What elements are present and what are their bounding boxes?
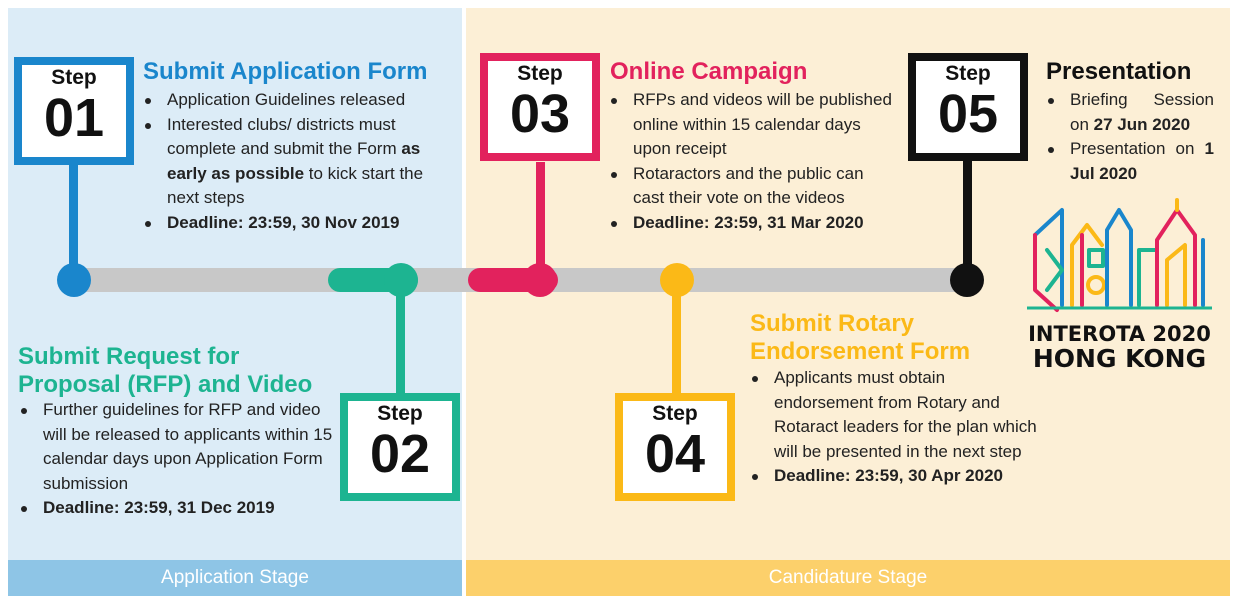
step1-point-text: Deadline: 23:59, 30 Nov 2019 [167, 212, 400, 232]
step2-title-line1: Submit Request for [18, 343, 240, 370]
step2-marker [384, 263, 418, 297]
step5-box: Step 05 [908, 53, 1028, 161]
logo-line1: INTEROTA 2020 [1028, 322, 1211, 346]
step1-point-text: Application Guidelines released [167, 90, 406, 109]
step1-point: Interested clubs/ districts must complet… [141, 113, 456, 211]
step1-point: Application Guidelines released [141, 88, 456, 113]
step5-point-text: 27 Jun 2020 [1093, 114, 1191, 134]
step4-title: Submit Rotary Endorsement Form [750, 310, 970, 366]
step3-point-text: Deadline: 23:59, 31 Mar 2020 [633, 212, 864, 232]
step1-number: 01 [43, 88, 105, 148]
step5-number: 05 [937, 84, 999, 144]
step4-number: 04 [644, 424, 706, 484]
step5-connector [963, 160, 972, 280]
step4-title-line2: Endorsement Form [750, 338, 971, 365]
step3-connector [536, 162, 545, 280]
step2-point: Further guidelines for RFP and video wil… [17, 398, 339, 496]
step2-point-text: Deadline: 23:59, 31 Dec 2019 [43, 498, 275, 517]
step3-marker [523, 263, 557, 297]
step3-label: Step [517, 62, 563, 85]
step3-points: RFPs and videos will be published online… [607, 88, 899, 235]
step3-point: Deadline: 23:59, 31 Mar 2020 [607, 211, 899, 236]
step5-point-text: Briefing Session on [1070, 90, 1214, 134]
step1-point-text: Interested clubs/ districts must complet… [167, 114, 402, 159]
step1-label: Step [51, 66, 97, 89]
step2-point: Deadline: 23:59, 31 Dec 2019 [17, 496, 339, 521]
step2-label: Step [377, 402, 423, 425]
candidature-stage-label: Candidature Stage [466, 560, 1230, 596]
step3-point: RFPs and videos will be published online… [607, 88, 899, 162]
step5-title: Presentation [1046, 58, 1192, 85]
step1-box: Step 01 [14, 57, 134, 165]
step4-point-text: Deadline: 23:59, 30 Apr 2020 [774, 466, 1003, 485]
step3-point-text: RFPs and videos will be published online… [633, 90, 892, 158]
step5-point-text: Presentation on [1070, 139, 1205, 158]
step4-marker [660, 263, 694, 297]
interota-logo [1027, 198, 1212, 312]
step2-connector [396, 280, 405, 395]
step2-title: Submit Request for Proposal (RFP) and Vi… [18, 343, 312, 399]
step1-marker [57, 263, 91, 297]
step1-connector [69, 165, 78, 280]
step1-point-text: as early as possible [167, 139, 421, 183]
step5-label: Step [945, 62, 991, 85]
step4-point: Applicants must obtain endorsement from … [748, 366, 1048, 464]
step4-label: Step [652, 402, 698, 425]
step1-title: Submit Application Form [143, 58, 428, 85]
step3-box: Step 03 [480, 53, 600, 161]
step4-box: Step 04 [615, 393, 735, 501]
step2-title-line2: Proposal (RFP) and Video [18, 371, 313, 398]
step2-number: 02 [369, 424, 431, 484]
step3-title: Online Campaign [610, 58, 808, 85]
logo-line2: HONG KONG [1032, 344, 1207, 373]
step5-point: Briefing Session on 27 Jun 2020 [1044, 88, 1214, 137]
step4-title-line1: Submit Rotary [750, 310, 915, 337]
step2-point-text: Further guidelines for RFP and video wil… [43, 400, 333, 493]
step5-marker [950, 263, 984, 297]
step2-box: Step 02 [340, 393, 460, 501]
application-stage-label: Application Stage [8, 560, 462, 596]
step3-point-text: Rotaractors and the public can cast thei… [633, 163, 864, 208]
step4-point-text: Applicants must obtain endorsement from … [774, 368, 1037, 461]
step1-point-text: to kick start the next steps [167, 163, 424, 208]
step4-point: Deadline: 23:59, 30 Apr 2020 [748, 464, 1048, 489]
step3-number: 03 [509, 84, 571, 144]
step4-connector [672, 280, 681, 395]
step3-point: Rotaractors and the public can cast thei… [607, 162, 899, 211]
step2-points: Further guidelines for RFP and video wil… [17, 398, 339, 521]
step1-point: Deadline: 23:59, 30 Nov 2019 [141, 211, 456, 236]
step5-point: Presentation on 1 Jul 2020 [1044, 137, 1214, 186]
step4-points: Applicants must obtain endorsement from … [748, 366, 1048, 489]
step5-point-text: 1 Jul 2020 [1070, 139, 1214, 183]
